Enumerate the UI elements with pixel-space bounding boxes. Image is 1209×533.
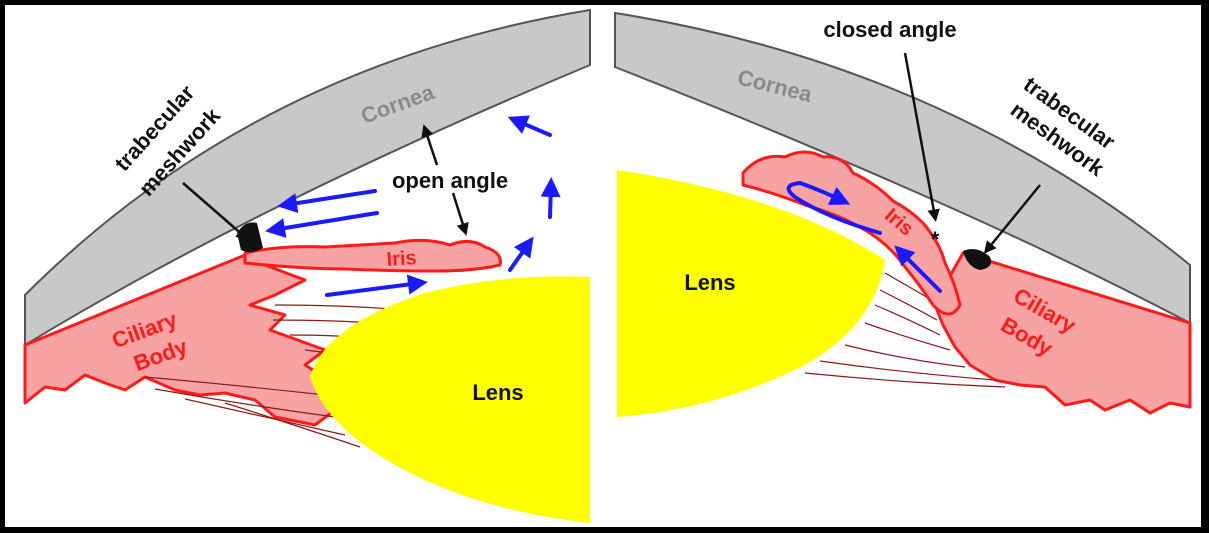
- left-trabecular-meshwork: [237, 222, 263, 253]
- zonule-fiber: [874, 304, 941, 336]
- flow-arrow-behind-iris: [325, 274, 428, 297]
- flow-arrow-to-meshwork-lower: [265, 211, 379, 238]
- eye-angle-diagram: Cornea trabecular meshwork open angle Ir…: [23, 8, 1192, 523]
- right-flow-arrow-behind-iris: [894, 245, 942, 293]
- zonule-fiber: [154, 388, 336, 418]
- flow-arrow-anterior-top: [507, 115, 552, 137]
- zonule-fiber: [819, 360, 996, 381]
- left-cornea: [24, 8, 591, 347]
- right-lens-label: Lens: [684, 270, 735, 295]
- left-open-angle-illustration: Cornea trabecular meshwork open angle Ir…: [23, 8, 591, 523]
- zonule-fiber: [804, 372, 1006, 388]
- left-iris-label: Iris: [386, 247, 417, 271]
- right-closed-angle-illustration: Cornea closed angle trabecular meshwork …: [614, 11, 1192, 417]
- pointer-arrow-meshwork: [182, 182, 249, 241]
- zonule-fiber: [224, 402, 361, 448]
- pointer-arrow-open-angle-up: [421, 124, 439, 166]
- diagram-panel: Cornea trabecular meshwork open angle Ir…: [5, 5, 1201, 527]
- right-pointer-arrows: [903, 52, 1041, 254]
- flow-arrow-pupil: [508, 236, 534, 272]
- flow-arrow-to-meshwork-upper: [277, 189, 377, 214]
- right-asterisk: *: [931, 227, 940, 252]
- pointer-arrow-closed-angle: [903, 52, 940, 222]
- right-closed-angle-label: closed angle: [823, 17, 956, 42]
- flow-arrow-anterior-up: [540, 177, 561, 219]
- left-lens: [310, 276, 590, 523]
- zonule-fiber: [864, 322, 951, 351]
- left-aqueous-flow-arrows: [265, 115, 561, 297]
- left-pointer-arrows: [182, 124, 469, 241]
- left-open-angle-label: open angle: [392, 168, 508, 193]
- zonule-fiber: [184, 398, 346, 436]
- right-lens: [617, 170, 885, 417]
- pointer-arrow-open-angle-down: [451, 192, 469, 236]
- left-lens-label: Lens: [472, 380, 523, 405]
- left-iris: [243, 238, 502, 273]
- right-zonule-fibers: [804, 272, 1006, 388]
- zonule-fiber: [844, 344, 966, 368]
- pointer-arrow-meshwork: [983, 184, 1041, 254]
- zonule-fiber: [144, 376, 326, 396]
- left-ciliary-body: [23, 251, 347, 427]
- zonule-fiber: [879, 289, 938, 321]
- right-ciliary-body: [933, 251, 1192, 415]
- right-trabecular-meshwork: [963, 249, 992, 270]
- right-flow-arrow-blocked-loop: [786, 180, 882, 235]
